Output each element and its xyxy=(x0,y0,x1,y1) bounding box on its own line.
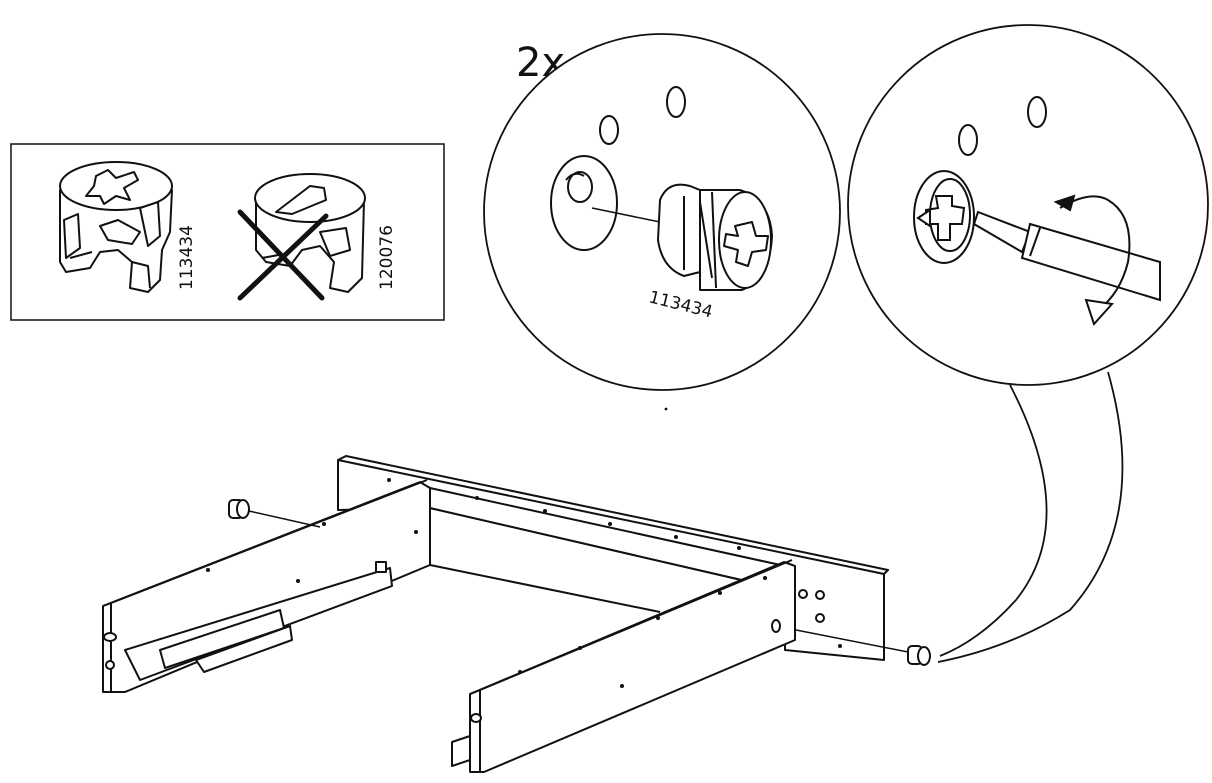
stray-mark xyxy=(664,407,668,411)
wrong-part-number: 120076 xyxy=(377,225,397,290)
panel-dots xyxy=(206,478,842,688)
callout-leader xyxy=(939,384,1048,657)
callout-leader-outer xyxy=(937,371,1124,663)
cam-lock-fitting-icon xyxy=(795,629,931,666)
detail-circle-tighten xyxy=(847,24,1209,386)
screwdriver-icon xyxy=(972,210,1161,302)
wrong-fitting-icon xyxy=(254,173,366,293)
correct-part-number: 113434 xyxy=(177,225,197,290)
cam-lock-fitting-icon xyxy=(657,183,773,291)
drawer-frame xyxy=(102,455,889,773)
cross-out-mark xyxy=(237,209,329,301)
cam-lock-fitting-icon xyxy=(59,161,173,293)
rotation-arrow-icon xyxy=(1053,194,1131,326)
drawer-runner xyxy=(124,561,393,681)
right-side-panel xyxy=(469,559,796,773)
cam-lock-fitting-icon xyxy=(228,499,321,528)
detail-circle-insert: 113434 xyxy=(483,33,841,391)
fitting-legend-box: 113434 120076 xyxy=(10,143,445,321)
